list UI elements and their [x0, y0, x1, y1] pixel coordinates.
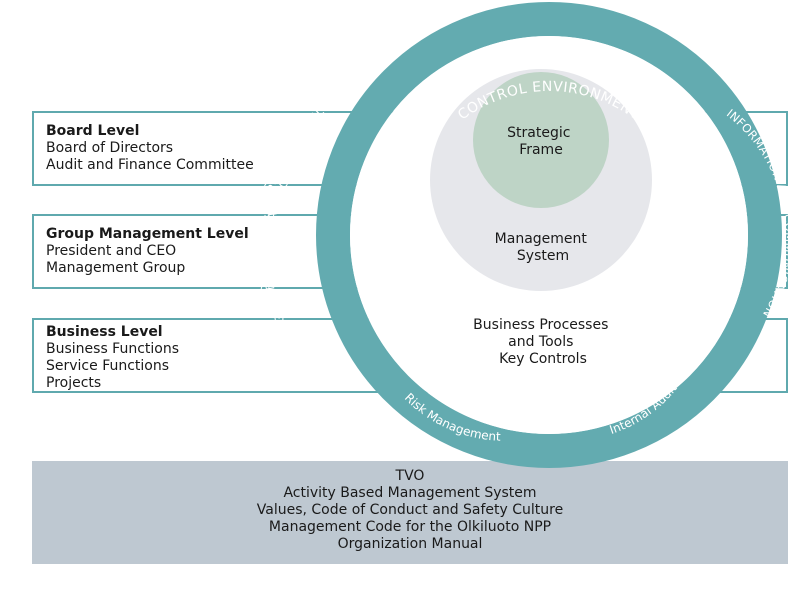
group-management-level-line: President and CEO — [46, 243, 177, 259]
tvo-line: Activity Based Management System — [283, 485, 537, 501]
board-level-line: Audit and Finance Committee — [46, 157, 254, 173]
group-management-level-line: Management Group — [46, 260, 186, 276]
business-processes-label: Business Processes and Tools Key Control… — [473, 317, 613, 367]
business-level-title: Business Level — [46, 324, 163, 340]
board-level-line: Board of Directors — [46, 140, 174, 156]
tvo-line: Values, Code of Conduct and Safety Cultu… — [256, 502, 564, 518]
business-level-line: Business Functions — [46, 341, 180, 357]
business-level-line: Service Functions — [46, 358, 170, 374]
management-system-label: Management System — [495, 231, 592, 264]
strategic-frame-circle — [473, 72, 609, 208]
tvo-band: TVO Activity Based Management System Val… — [32, 461, 788, 564]
control-environment-ring — [316, 2, 782, 468]
tvo-title: TVO — [395, 468, 425, 484]
tvo-line: Organization Manual — [337, 536, 483, 552]
strategic-frame-label: Strategic Frame — [507, 125, 575, 158]
business-level-line: Projects — [46, 375, 102, 391]
board-level-title: Board Level — [46, 123, 140, 139]
tvo-line: Management Code for the Olkiluoto NPP — [268, 519, 552, 535]
group-management-level-title: Group Management Level — [46, 226, 249, 242]
